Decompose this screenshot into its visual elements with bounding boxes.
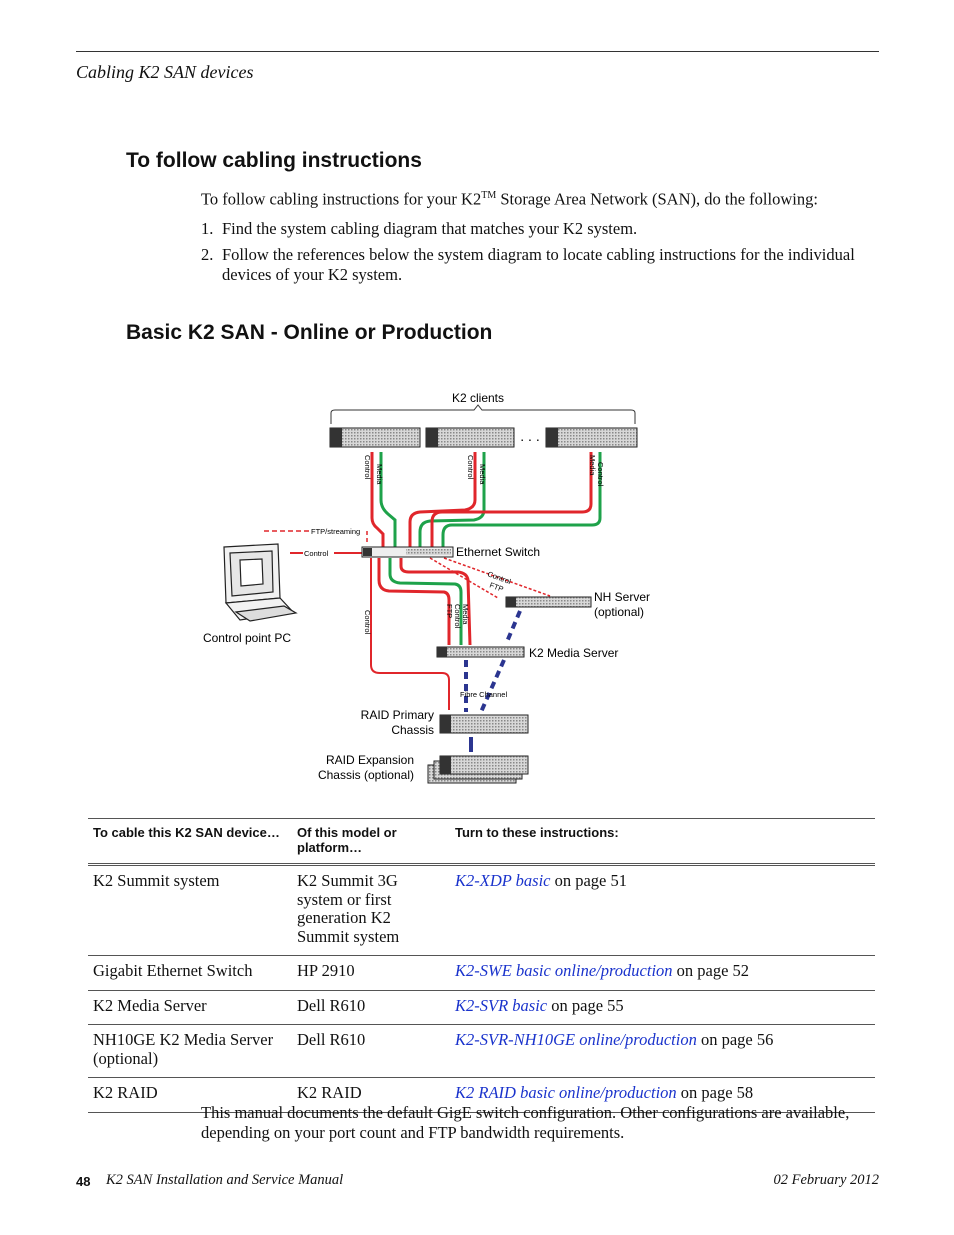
step-number: 1. [201,219,214,238]
media-cable [441,452,602,550]
trademark: TM [481,190,497,201]
instructions-cell: K2-XDP basic on page 51 [450,864,875,956]
closing-paragraph: This manual documents the default GigE s… [201,1103,850,1142]
model-cell: HP 2910 [292,955,450,991]
cable-label: Control [363,610,372,635]
step-number: 2. [201,245,214,264]
instructions-cell: K2-SWE basic online/production on page 5… [450,955,875,991]
table-row: K2 RAID K2 RAID K2 RAID basic online/pro… [88,1077,875,1113]
raid-primary-label: RAID Primary [361,708,434,722]
top-rule [76,51,879,52]
ftp-streaming-label: FTP/streaming [311,527,360,536]
model-cell: Dell R610 [292,990,450,1025]
k2-client-2 [425,427,515,448]
instruction-link[interactable]: K2-XDP basic [455,871,551,890]
control-cable [430,452,593,550]
column-header: Turn to these instructions: [455,825,619,840]
ftp-cable [377,558,451,645]
control-point-pc [223,543,298,622]
nh-server-label: NH Server [594,590,650,604]
raid-expansion-label: RAID Expansion [326,753,414,767]
page-ref: on page 51 [550,871,628,890]
nh-ftp-line [429,557,499,599]
intro-text: To follow cabling instructions for your … [201,189,482,209]
page-ref: on page 58 [676,1083,754,1102]
fibre-nh-raid [479,659,506,713]
device-cell: K2 Summit system [88,864,292,956]
footer-date: 02 February 2012 [773,1172,879,1188]
instructions-cell: K2-SVR basic on page 55 [450,990,875,1025]
table-row: Gigabit Ethernet Switch HP 2910 K2-SWE b… [88,955,875,991]
fibre-channel-label: Fibre Channel [460,690,507,699]
page-ref: on page 55 [547,995,624,1015]
raid-control-cable [370,558,450,710]
table-row: K2 Media Server Dell R610 K2-SVR basic o… [88,990,875,1025]
raid-expansion-label-2: Chassis (optional) [318,768,414,782]
cable-label: Media [478,464,487,485]
instruction-link[interactable]: K2 RAID basic online/production [455,1083,677,1102]
nh-server [505,596,592,608]
ethernet-switch [361,546,454,558]
instruction-link[interactable]: K2-SVR basic [455,995,548,1015]
instructions-cell: K2-SVR-NH10GE online/production on page … [450,1024,875,1078]
nh-control-line [443,557,551,597]
control-point-pc-label: Control point PC [203,631,291,645]
k2-client-1 [329,427,421,448]
cabling-diagram: K2 clients . . . Control Media Control M… [203,391,650,784]
k2-media-server [436,646,525,658]
control-cable [370,452,385,550]
k2-media-server-label: K2 Media Server [529,646,618,660]
cable-label: Media [588,455,597,476]
media-server-media-cable [388,558,463,645]
table-row: NH10GE K2 Media Server (optional) Dell R… [88,1024,875,1078]
device-cell: NH10GE K2 Media Server (optional) [88,1024,292,1078]
media-cable [379,452,397,550]
intro-text-2: Storage Area Network (SAN), do the follo… [496,189,818,209]
instruction-link[interactable]: K2-SWE basic online/production [455,961,673,980]
instruction-link[interactable]: K2-SVR-NH10GE online/production [455,1030,697,1049]
cable-label: FTP [445,604,454,618]
footer-title: K2 SAN Installation and Service Manual [106,1172,344,1188]
pc-control-label: Control [304,549,329,558]
cable-label: Control [363,455,372,480]
nh-server-optional-label: (optional) [594,605,644,619]
section-title-basic-san: Basic K2 SAN - Online or Production [126,321,493,344]
page-ref: on page 52 [672,961,750,980]
model-cell: K2 RAID [292,1077,450,1113]
cable-label: Media [461,604,470,625]
running-header: Cabling K2 SAN devices [76,62,254,82]
device-cell: K2 RAID [88,1077,292,1113]
model-cell: K2 Summit 3G system or first generation … [292,864,450,956]
cable-label: Control [596,462,605,487]
clients-brace [330,404,636,424]
raid-expansion-chassis [427,755,529,784]
k2-client-3 [545,427,638,448]
ethernet-switch-label: Ethernet Switch [456,545,540,559]
cable-label: Control [466,455,475,480]
device-cell: K2 Media Server [88,990,292,1025]
column-header: To cable this K2 SAN device… [93,825,280,840]
media-server-control-cable [399,558,472,646]
cable-label: Media [375,464,384,485]
raid-primary-label-2: Chassis [391,723,434,737]
column-header: Of this model or platform… [297,825,397,855]
fibre-nh [504,610,522,645]
device-cell: Gigabit Ethernet Switch [88,955,292,991]
instructions-cell: K2 RAID basic online/production on page … [450,1077,875,1113]
page-ref: on page 56 [696,1030,774,1049]
cable-label: Control [453,604,462,629]
table-row: K2 Summit system K2 Summit 3G system or … [88,864,875,956]
raid-primary-chassis [439,714,529,734]
table-header-row: To cable this K2 SAN device… Of this mod… [88,818,875,865]
step-text: Follow the references below the system d… [222,245,855,284]
step-text: Find the system cabling diagram that mat… [222,219,638,238]
model-cell: Dell R610 [292,1024,450,1078]
intro-paragraph: To follow cabling instructions for your … [201,186,881,210]
k2-clients-label: K2 clients [452,391,504,405]
cabling-reference-table: To cable this K2 SAN device… Of this mod… [88,818,875,1113]
page-number: 48 [76,1174,91,1189]
ellipsis: . . . [520,428,539,444]
section-title-cabling: To follow cabling instructions [126,149,422,172]
